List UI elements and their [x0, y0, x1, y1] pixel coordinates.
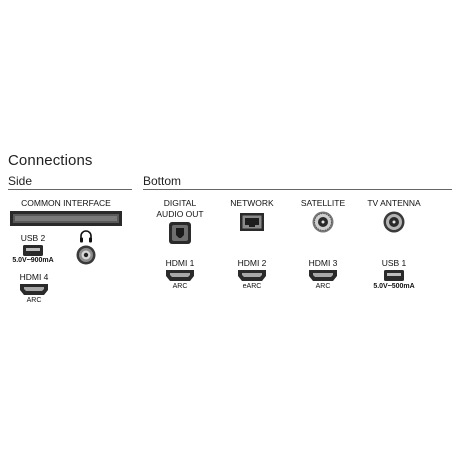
hdmi3-label: HDMI 3 [308, 258, 338, 268]
dc-symbol-icon: ⎓ [26, 257, 31, 263]
bottom-divider [143, 189, 452, 190]
tv-antenna-label: TV ANTENNA [367, 198, 421, 208]
usb2-spec-voltage: 5.0V [12, 257, 27, 264]
hdmi4-sub: ARC [26, 297, 42, 304]
bottom-heading: Bottom [143, 174, 182, 188]
usb-port-icon [23, 245, 43, 256]
digital-audio-out-label-line2: AUDIO OUT [156, 209, 204, 219]
digital-audio-out-label: DIGITAL AUDIO OUT [156, 198, 203, 220]
hdmi-port-icon [309, 270, 337, 281]
side-heading: Side [8, 174, 33, 188]
hdmi1-label: HDMI 1 [165, 258, 195, 268]
hdmi1-sub: ARC [172, 283, 188, 290]
dc-symbol-icon: ⎓ [387, 283, 392, 289]
page-title: Connections [8, 152, 93, 169]
usb2-spec: 5.0V⎓900mA [12, 257, 53, 264]
usb1-spec-current: 500mA [391, 283, 415, 290]
hdmi-port-icon [166, 270, 194, 281]
usb1-label: USB 1 [381, 258, 407, 268]
headphone-icon [79, 230, 93, 243]
optical-audio-port-icon [169, 222, 191, 244]
hdmi-port-icon [238, 270, 266, 281]
headphone-jack-icon [76, 245, 96, 265]
satellite-port-icon [312, 211, 334, 233]
usb-port-icon [384, 270, 404, 281]
digital-audio-out-label-line1: DIGITAL [163, 198, 197, 208]
satellite-label: SATELLITE [300, 198, 346, 208]
ethernet-port-icon [240, 213, 264, 231]
side-divider [8, 189, 132, 190]
hdmi4-label: HDMI 4 [19, 272, 49, 282]
hdmi2-label: HDMI 2 [237, 258, 267, 268]
hdmi-port-icon [20, 284, 48, 295]
usb2-spec-current: 900mA [30, 257, 54, 264]
common-interface-slot-icon [10, 211, 122, 226]
usb1-spec-voltage: 5.0V [373, 283, 388, 290]
hdmi3-sub: ARC [315, 283, 331, 290]
hdmi2-sub: eARC [242, 283, 262, 290]
network-label: NETWORK [230, 198, 274, 208]
common-interface-label: COMMON INTERFACE [21, 198, 111, 208]
antenna-port-icon [383, 211, 405, 233]
usb1-spec: 5.0V⎓500mA [373, 283, 414, 290]
usb2-label: USB 2 [20, 233, 46, 243]
